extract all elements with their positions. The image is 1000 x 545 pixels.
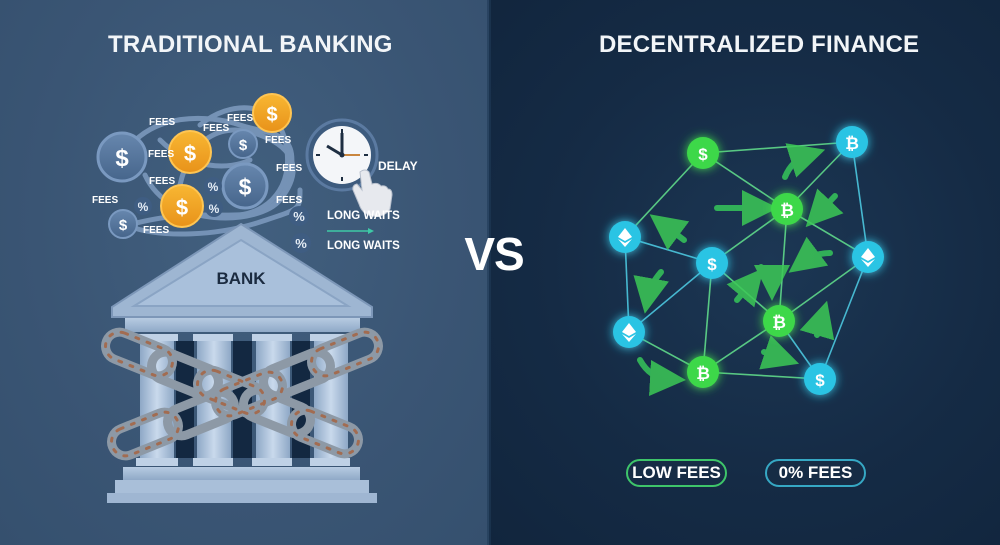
- pointing-hand-icon: [352, 169, 393, 217]
- svg-text:$: $: [266, 104, 277, 126]
- network-node-n4: [609, 221, 641, 253]
- fee-labels: FEES FEES FEES FEES FEES FEES FEES FEES …: [92, 113, 302, 236]
- orange-dollar-coin: $: [252, 93, 292, 133]
- arrow-right-icon: [327, 228, 374, 234]
- network-edges: [624, 141, 869, 380]
- svg-text:FEES: FEES: [203, 123, 229, 134]
- svg-text:%: %: [293, 209, 305, 224]
- ethereum-icon: [861, 248, 875, 267]
- rusty-chains-icon: [101, 327, 383, 461]
- blue-dollar-coin: $: [96, 131, 148, 183]
- ethereum-icon: [618, 228, 632, 247]
- network-node-n2: ₿: [836, 126, 868, 158]
- network-node-n1: $: [687, 137, 719, 169]
- svg-text:FEES: FEES: [265, 135, 291, 146]
- svg-text:$: $: [119, 217, 128, 234]
- svg-text:₿: ₿: [780, 201, 794, 220]
- percent-token: %: [204, 177, 222, 195]
- svg-text:FEES: FEES: [148, 149, 174, 160]
- svg-text:FEES: FEES: [276, 195, 302, 206]
- clock-icon: [305, 118, 379, 192]
- svg-text:₿: ₿: [696, 364, 710, 383]
- svg-text:$: $: [815, 371, 825, 390]
- network-node-n6: [852, 241, 884, 273]
- defi-title: DECENTRALIZED FINANCE: [599, 31, 920, 58]
- vs-label: VS: [464, 228, 524, 280]
- svg-text:$: $: [698, 145, 708, 164]
- svg-text:FEES: FEES: [149, 117, 175, 128]
- ethereum-icon: [622, 323, 636, 342]
- svg-text:$: $: [184, 141, 196, 166]
- percent-token: %: [205, 199, 223, 217]
- low-fees-badge: LOW FEES: [626, 459, 727, 487]
- flow-arrows: [633, 143, 844, 396]
- network-node-n3: ₿: [771, 193, 803, 225]
- network-node-n5: $: [696, 247, 728, 279]
- blue-dollar-coin: $: [221, 162, 269, 210]
- traditional-banking-title: TRADITIONAL BANKING: [108, 31, 393, 58]
- svg-text:$: $: [176, 195, 188, 220]
- orange-dollar-coin: $: [168, 130, 212, 174]
- svg-text:$: $: [707, 255, 717, 274]
- defi-panel: [489, 0, 1000, 545]
- bank-label: BANK: [216, 269, 266, 288]
- svg-text:FEES: FEES: [276, 163, 302, 174]
- svg-text:%: %: [209, 202, 220, 216]
- network-node-n9: ₿: [687, 356, 719, 388]
- svg-text:FEES: FEES: [149, 176, 175, 187]
- long-waits-label: LONG WAITS: [327, 240, 400, 252]
- network-node-n8: ₿: [763, 305, 795, 337]
- panel-divider: [487, 0, 491, 545]
- network-node-n7: [613, 316, 645, 348]
- svg-text:$: $: [239, 174, 252, 200]
- svg-text:FEES: FEES: [143, 225, 169, 236]
- percent-token: %: [134, 197, 152, 215]
- percent-token: %: [289, 206, 309, 226]
- percent-token: %: [291, 233, 311, 253]
- delay-label: DELAY: [378, 159, 418, 173]
- svg-text:%: %: [138, 200, 149, 214]
- svg-text:%: %: [208, 180, 219, 194]
- network-node-n10: $: [804, 363, 836, 395]
- blue-dollar-coin: $: [108, 209, 138, 239]
- svg-text:FEES: FEES: [227, 113, 253, 124]
- svg-text:%: %: [295, 236, 307, 251]
- orange-dollar-coin: $: [160, 184, 204, 228]
- svg-text:FEES: FEES: [92, 195, 118, 206]
- svg-text:$: $: [115, 145, 129, 172]
- svg-text:₿: ₿: [845, 134, 859, 153]
- bank-building-icon: BANK: [107, 222, 377, 503]
- zero-percent-fees-badge: 0% FEES: [765, 459, 866, 487]
- svg-text:$: $: [239, 137, 248, 154]
- blue-dollar-coin: $: [228, 129, 258, 159]
- svg-text:₿: ₿: [772, 313, 786, 332]
- long-waits-label: LONG WAITS: [327, 210, 400, 222]
